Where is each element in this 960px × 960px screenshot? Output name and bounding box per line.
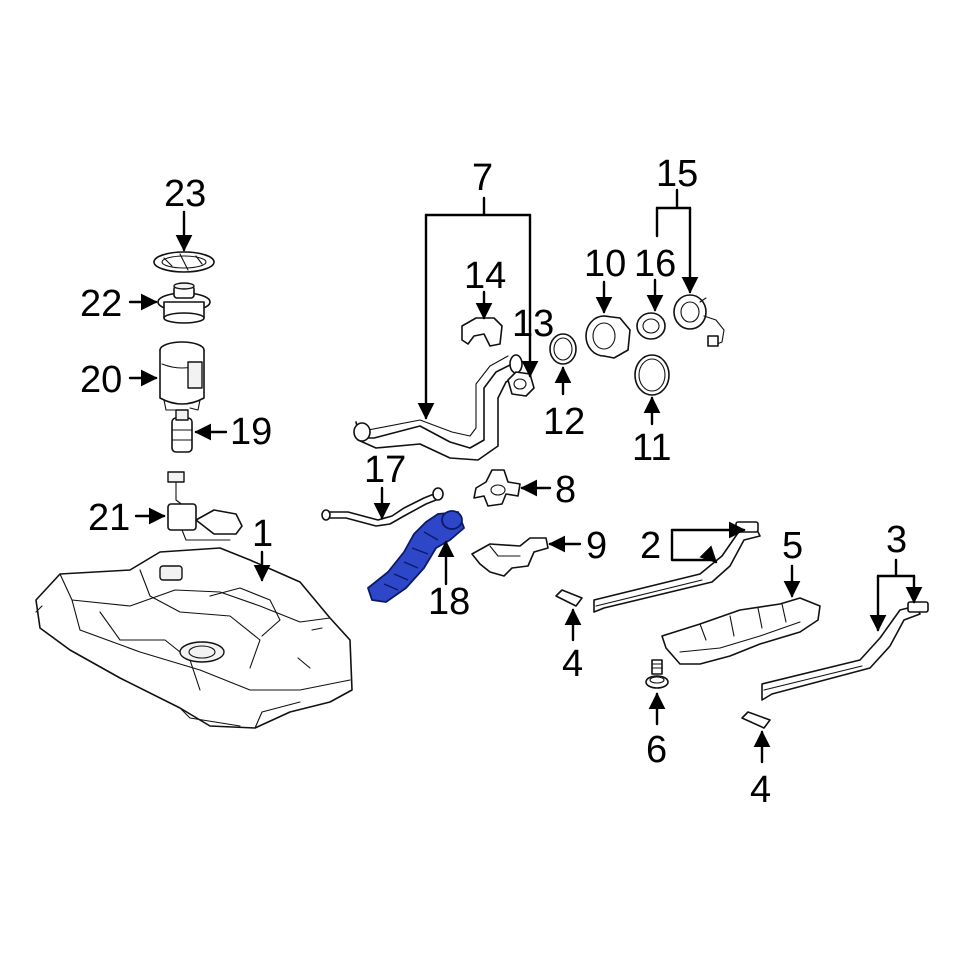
part-gasket-12[interactable] xyxy=(549,333,577,365)
callout-23: 23 xyxy=(164,173,206,215)
callout-6: 6 xyxy=(646,729,667,771)
callout-14: 14 xyxy=(464,255,506,297)
part-bracket-8[interactable] xyxy=(473,469,521,507)
part-tank-strap-3[interactable] xyxy=(761,601,929,701)
part-filler-hose-highlighted[interactable] xyxy=(367,510,465,603)
callout-7: 7 xyxy=(472,157,493,199)
callout-4b: 4 xyxy=(750,769,771,811)
part-clip-14[interactable] xyxy=(461,317,503,347)
part-fuel-pump[interactable] xyxy=(171,409,193,453)
callout-15: 15 xyxy=(656,153,698,195)
part-fuel-sender[interactable] xyxy=(167,471,243,541)
callout-labels: 23 22 20 19 21 1 7 14 13 10 16 15 12 11 … xyxy=(80,153,907,811)
part-fuel-cap[interactable] xyxy=(673,294,725,347)
part-pump-cap[interactable] xyxy=(157,282,211,324)
callout-18: 18 xyxy=(428,581,470,623)
part-cushion-4b[interactable] xyxy=(741,711,771,729)
part-bolt-6[interactable] xyxy=(645,659,669,689)
callout-19: 19 xyxy=(230,411,272,453)
callout-17: 17 xyxy=(364,449,406,491)
part-fuel-tank[interactable] xyxy=(35,547,353,729)
part-clamp-13[interactable] xyxy=(507,371,535,397)
part-bracket-9[interactable] xyxy=(471,537,549,577)
callout-21: 21 xyxy=(88,497,130,539)
part-cushion-4a[interactable] xyxy=(555,589,583,607)
callout-1: 1 xyxy=(252,513,273,555)
callout-5: 5 xyxy=(782,525,803,567)
callout-22: 22 xyxy=(80,283,122,325)
callout-8: 8 xyxy=(555,469,576,511)
part-filler-pipe[interactable] xyxy=(353,354,523,461)
leader-lines xyxy=(128,188,923,764)
callout-13: 13 xyxy=(512,303,554,345)
callout-2: 2 xyxy=(640,525,661,567)
part-oring-11[interactable] xyxy=(634,354,670,396)
callout-11: 11 xyxy=(632,427,671,469)
callout-4a: 4 xyxy=(562,643,583,685)
callout-20: 20 xyxy=(80,359,122,401)
part-tank-strap-2[interactable] xyxy=(593,521,761,613)
part-fuel-filter[interactable] xyxy=(159,341,205,411)
callout-3: 3 xyxy=(886,519,907,561)
part-filler-neck[interactable] xyxy=(585,315,631,359)
part-seal-16[interactable] xyxy=(636,312,666,340)
callout-9: 9 xyxy=(586,525,607,567)
part-lock-ring[interactable] xyxy=(153,251,215,273)
callout-12: 12 xyxy=(543,401,585,443)
callout-16: 16 xyxy=(634,243,676,285)
part-heat-shield[interactable] xyxy=(661,597,821,665)
callout-10: 10 xyxy=(584,243,626,285)
